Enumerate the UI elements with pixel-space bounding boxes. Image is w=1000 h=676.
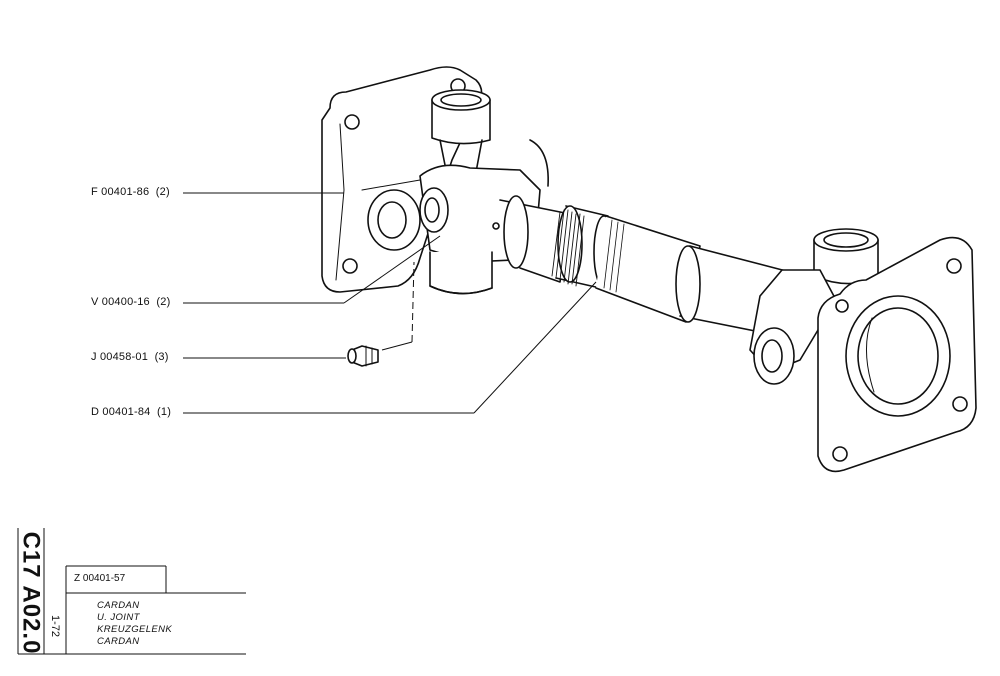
callout-d-00401-84: D 00401-84 (1) [91, 406, 172, 418]
reference-number: Z 00401-57 [74, 573, 126, 584]
callout-f-00401-86: F 00401-86 (2) [91, 186, 170, 198]
grease-nipple [347, 345, 379, 367]
description-fr: CARDAN [97, 600, 140, 611]
description-en: U. JOINT [97, 612, 140, 623]
right-flange-yoke [749, 228, 977, 473]
drawing-code: C17 A02.0 [17, 531, 45, 655]
leader-lines [183, 192, 597, 414]
callout-j-00458-01: J 00458-01 (3) [91, 351, 169, 363]
description-de: KREUZGELENK [97, 624, 173, 635]
description-it: CARDAN [97, 636, 140, 647]
title-block-frame [17, 528, 246, 655]
callout-v-00400-16: V 00400-16 (2) [91, 296, 171, 308]
cardan-shaft [499, 195, 791, 335]
drawing-date: 1-72 [49, 614, 61, 638]
spider-cross [419, 89, 549, 295]
